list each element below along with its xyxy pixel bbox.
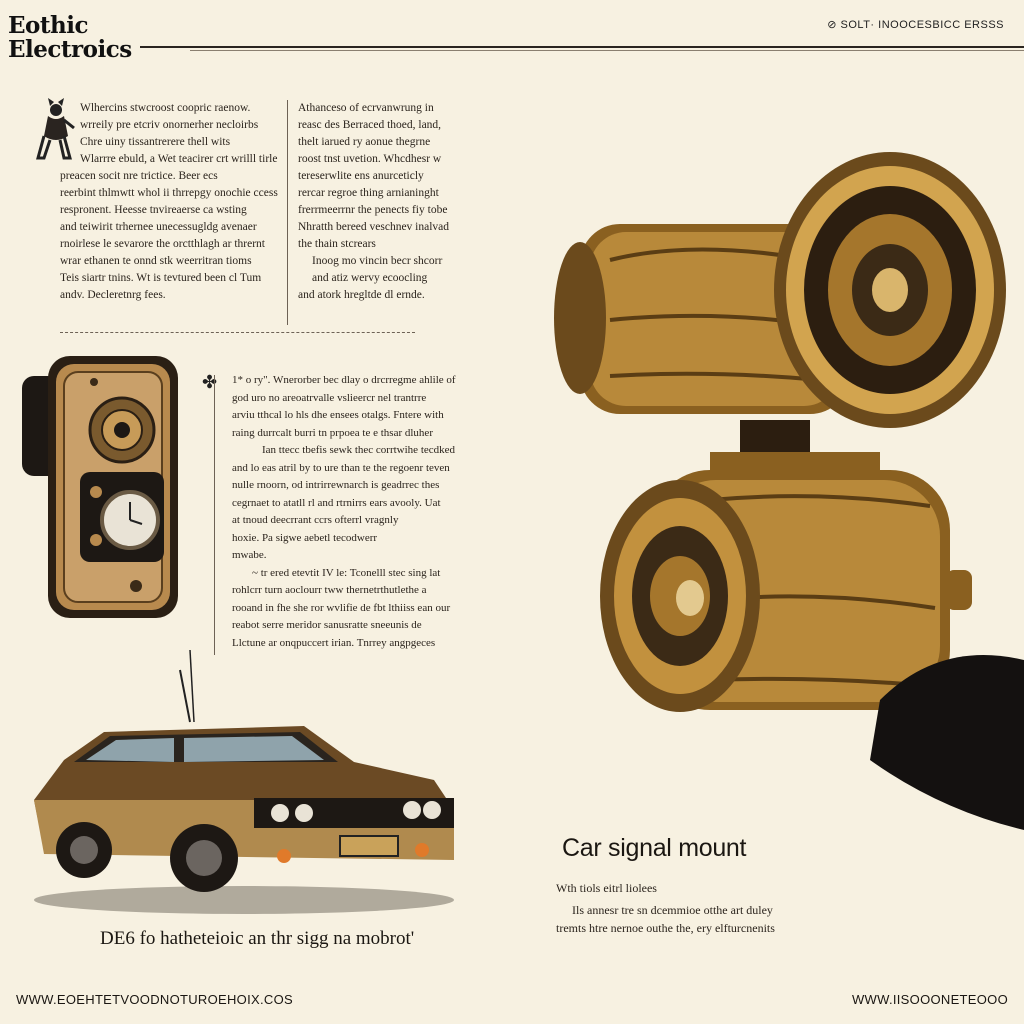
text-line: tereserwlite ens anurceticly bbox=[298, 170, 424, 182]
text-line: arviu tthcal lo hls dhe ensees otalgs. F… bbox=[232, 409, 444, 421]
text-line: reabot serre meridor sanusratte sneeunis… bbox=[232, 619, 422, 631]
text-line: Ian ttecc tbefis sewk thec corrtwihe tec… bbox=[262, 444, 456, 456]
text-line: hoxie. Pa sigwe aebetl tecodwerr bbox=[232, 531, 378, 544]
car-illustration bbox=[34, 649, 454, 914]
text-line: rnoirlese le sevarore the orctthlagh ar … bbox=[60, 238, 265, 250]
car-caption: DE6 fo hatheteioic an thr sigg na mobrot… bbox=[100, 928, 415, 949]
text-line: roost tnst uvetion. Whcdhesr w bbox=[298, 153, 442, 165]
footer-right-url[interactable]: WWW.IISOOONETEOOO bbox=[851, 992, 1008, 1007]
text-line: the thain stcrears bbox=[298, 238, 376, 250]
text-line: ~ tr ered etevtit IV le: Tconelll stec s… bbox=[252, 566, 441, 579]
text-line: and atiz wervy ecoocling bbox=[312, 272, 428, 284]
header-rule-thin bbox=[190, 50, 1024, 51]
text-line: and teiwirit trhernee unecessugldg avena… bbox=[60, 221, 257, 233]
left-text-column: Wlhercins stwcroost coopric raenow. wrre… bbox=[80, 100, 280, 168]
product-caption-title: Car signal mount bbox=[562, 834, 747, 862]
text-line: Nhratth bereed veschnev inalvad bbox=[298, 221, 450, 233]
text-line: wrreily pre etcriv onornerher necloirbs bbox=[80, 119, 259, 131]
text-line: Chre uiny tissantrerere thell wits bbox=[80, 136, 231, 148]
text-line: thelt iarued ry aonue thegrne bbox=[298, 136, 431, 148]
text-line: nulle rnoorn, od intrirrewnarch is geadr… bbox=[232, 479, 440, 491]
text-line: frerrmeerrnr the penects fiy tobe bbox=[298, 204, 448, 216]
flourish-icon: ✤ bbox=[202, 372, 218, 392]
text-line: rercar regroe thing arnianinght bbox=[298, 187, 439, 199]
text-line: Athanceso of ecrvanwrung in bbox=[298, 102, 434, 114]
text-line: andv. Decleretnrg fees. bbox=[60, 289, 166, 301]
column-divider-middle bbox=[214, 375, 215, 655]
column-divider bbox=[287, 100, 288, 325]
product-caption-line: Ils annesr tre sn dcemmioe otthe art dul… bbox=[572, 903, 773, 917]
text-line: reasc des Berraced thoed, land, bbox=[298, 119, 442, 131]
signal-mount-illustration bbox=[554, 152, 1024, 830]
text-line: god uro no areoatrvalle vslieercr nel tr… bbox=[232, 391, 427, 404]
product-caption-line: Wth tiols eitrl liolees bbox=[556, 881, 657, 895]
text-line: Wlarrre ebuld, a Wet teacirer crt wrilll… bbox=[80, 153, 278, 165]
header-meta: ⊘ SOLT· INOOCESBICC ERSSS bbox=[827, 19, 1004, 31]
right-text-column: Athanceso of ecrvanwrung in reasc des Be… bbox=[298, 100, 468, 304]
dotted-separator bbox=[60, 332, 415, 333]
footer-left-url[interactable]: WWW.EOEHTETVOODNOTUROEHOIX.COS bbox=[16, 992, 293, 1007]
text-line: raing durrcalt burri tn prpoea te e thsa… bbox=[232, 426, 433, 439]
text-line: cegrnaet to atatll rl and rtrnirrs ears … bbox=[232, 496, 441, 509]
text-line: Inoog mo vincin becr shcorr bbox=[312, 255, 443, 267]
middle-text-column: 1* o ry". Wnerorber bec dlay o drcrregme… bbox=[232, 372, 464, 652]
product-caption-line: tremts htre nernoe outhe the, ery elftur… bbox=[556, 921, 775, 935]
text-line: and atork hregltde dl ernde. bbox=[298, 289, 425, 301]
text-line: reerbint thlmwtt whol ii thrrepgy onochi… bbox=[60, 187, 278, 199]
brand-logo: Eothic Electroics bbox=[8, 12, 132, 63]
text-line: mwabe. bbox=[232, 549, 267, 561]
text-line: Wlhercins stwcroost coopric raenow. bbox=[80, 102, 251, 114]
text-line: respronent. Heesse tnvireaerse ca wsting bbox=[60, 204, 247, 216]
left-text-column-lower: preacen socit nre trictice. Beer ecs ree… bbox=[60, 168, 280, 304]
text-line: preacen socit nre trictice. Beer ecs bbox=[60, 170, 218, 182]
text-line: and lo eas atril by to ure than te the r… bbox=[232, 461, 450, 474]
header-rule bbox=[140, 46, 1024, 48]
jester-ornament-icon bbox=[36, 98, 75, 160]
text-line: wrar ethanen te onnd stk weerritran tiom… bbox=[60, 255, 252, 267]
remote-device-illustration bbox=[22, 356, 178, 618]
text-line: rohlcrr turn aoclourr tww thernetrthutle… bbox=[232, 584, 427, 596]
text-line: Teis siartr tnins. Wt is tevtured been c… bbox=[60, 272, 262, 284]
text-line: 1* o ry". Wnerorber bec dlay o drcrregme… bbox=[232, 374, 456, 386]
text-line: Llctune ar onqpuccert irian. Tnrrey angp… bbox=[232, 636, 436, 649]
text-line: at tnoud deecrrant ccrs ofterrl vragnly bbox=[232, 514, 399, 526]
text-line: rooand in fhe she ror wvlifie de fbt lth… bbox=[232, 601, 451, 614]
